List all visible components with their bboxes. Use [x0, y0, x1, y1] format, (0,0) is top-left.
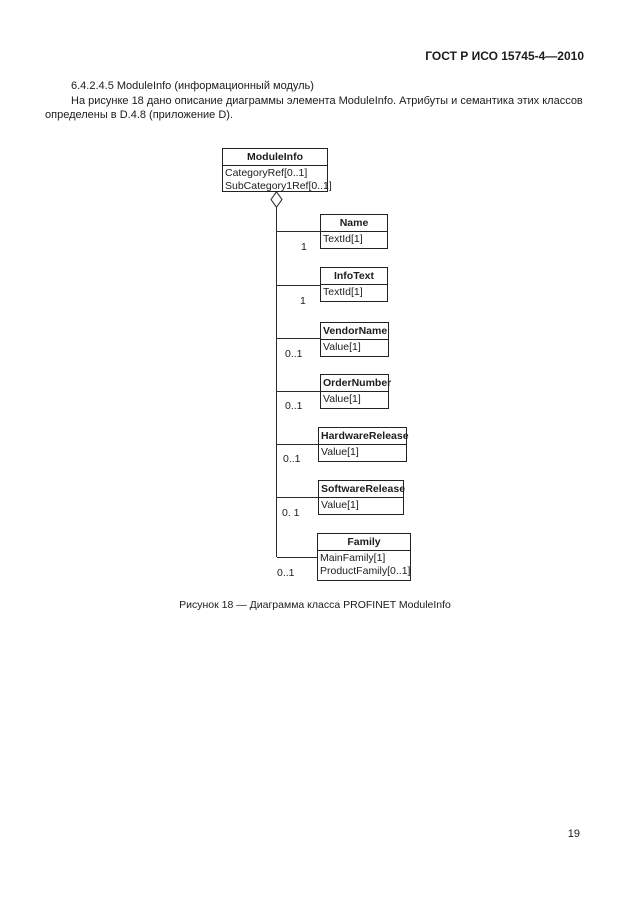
multiplicity-label: 0..1 [285, 400, 303, 412]
class-attribute: Value[1] [321, 499, 359, 511]
class-attribute: Value[1] [323, 341, 361, 353]
section-heading: 6.4.2.4.5 ModuleInfo (информационный мод… [71, 80, 314, 92]
multiplicity-label: 1 [301, 241, 307, 253]
class-attribute: ProductFamily[0..1] [320, 565, 411, 577]
section-paragraph: На рисунке 18 дано описание диаграммы эл… [45, 94, 583, 122]
class-box-family: Family MainFamily[1] ProductFamily[0..1] [317, 533, 411, 581]
class-box-name: Name TextId[1] [320, 214, 388, 249]
document-header: ГОСТ Р ИСО 15745-4—2010 [425, 49, 584, 63]
class-box-ordernumber: OrderNumber Value[1] [320, 374, 391, 409]
class-title: ModuleInfo [223, 149, 327, 166]
connector-branch-line [277, 338, 320, 339]
page-number: 19 [567, 828, 580, 840]
class-title: Name [321, 215, 387, 232]
body-text: 6.4.2.4.5 ModuleInfo (информационный мод… [45, 79, 586, 123]
class-attributes: CategoryRef[0..1] SubCategory1Ref[0..1] [223, 166, 332, 195]
class-attribute: TextId[1] [323, 286, 363, 298]
connector-branch-line [277, 285, 320, 286]
multiplicity-label: 1 [300, 295, 306, 307]
class-box-softwarerelease: SoftwareRelease Value[1] [318, 480, 405, 515]
class-attribute: SubCategory1Ref[0..1] [225, 180, 332, 192]
class-attribute: Value[1] [323, 393, 361, 405]
connector-branch-line [277, 557, 317, 558]
multiplicity-label: 0. 1 [282, 507, 300, 519]
connector-branch-line [277, 391, 320, 392]
class-box-moduleinfo: ModuleInfo CategoryRef[0..1] SubCategory… [222, 148, 332, 195]
class-attribute: TextId[1] [323, 233, 363, 245]
multiplicity-label: 0..1 [277, 567, 295, 579]
connector-branch-line [277, 497, 318, 498]
multiplicity-label: 0..1 [285, 348, 303, 360]
connector-trunk-line [276, 207, 277, 557]
multiplicity-label: 0..1 [283, 453, 301, 465]
class-title: OrderNumber [321, 375, 391, 392]
aggregation-diamond-icon [270, 191, 283, 208]
connector-branch-line [277, 231, 320, 232]
class-box-vendorname: VendorName Value[1] [320, 322, 389, 357]
class-attribute: Value[1] [321, 446, 359, 458]
connector-branch-line [277, 444, 318, 445]
class-title: Family [318, 534, 410, 551]
class-title: VendorName [321, 323, 388, 340]
figure-caption: Рисунок 18 — Диаграмма класса PROFINET M… [179, 599, 451, 611]
class-box-infotext: InfoText TextId[1] [320, 267, 388, 302]
class-attribute: MainFamily[1] [320, 552, 386, 564]
class-title: SoftwareRelease [319, 481, 405, 498]
class-attribute: CategoryRef[0..1] [225, 167, 308, 179]
class-box-hardwarerelease: HardwareRelease Value[1] [318, 427, 409, 462]
class-title: InfoText [321, 268, 387, 285]
class-title: HardwareRelease [319, 428, 409, 445]
